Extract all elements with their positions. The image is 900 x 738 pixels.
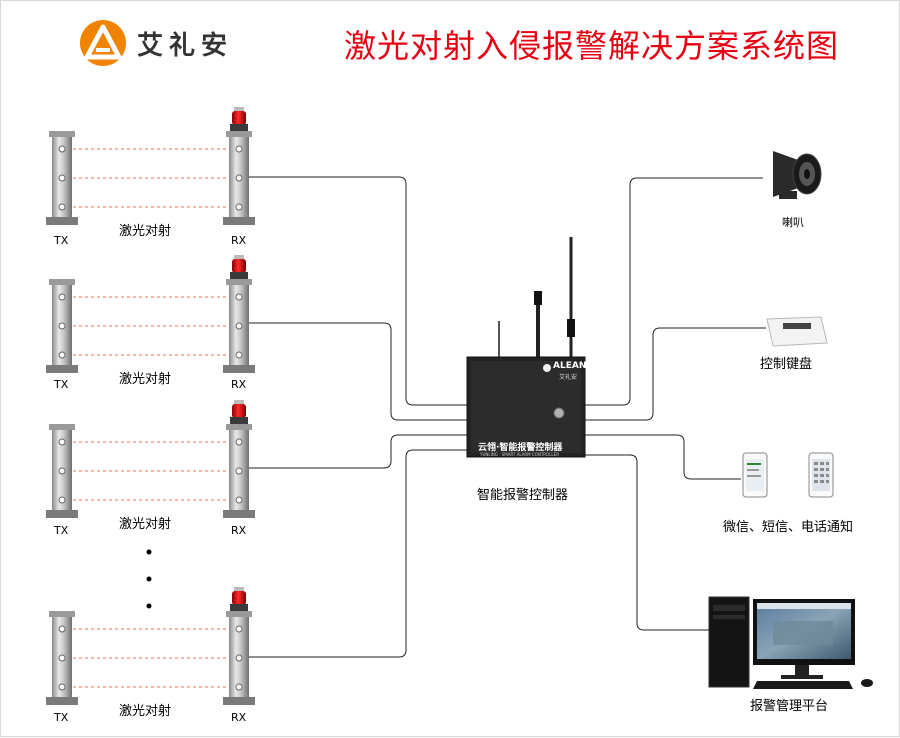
controller-brand: ALEAN	[553, 361, 587, 371]
horn-speaker-icon	[773, 151, 822, 199]
ellipsis-dot	[146, 549, 152, 555]
platform-label: 报警管理平台	[750, 699, 829, 714]
wire-output-keypad	[585, 327, 766, 421]
wire-output-phone	[585, 434, 741, 480]
sensor-label: 激光对射	[119, 224, 172, 239]
tx-label: TX	[54, 234, 69, 247]
smartphone-icon	[742, 452, 834, 498]
controller-label: 智能报警控制器	[477, 488, 569, 503]
rx-post-icon	[222, 278, 256, 374]
rx-label: RX	[231, 378, 247, 391]
wire-sensor-3	[249, 434, 467, 469]
controller-panel-sub: YUNLING · SMART ALARM CONTROLLER	[480, 452, 559, 457]
computer-icon	[708, 596, 873, 689]
wire-sensor-2	[249, 322, 467, 421]
keypad-icon	[766, 316, 828, 347]
notification-label: 微信、短信、电话通知	[723, 520, 854, 535]
wire-sensor-1	[249, 176, 467, 406]
rx-label: RX	[231, 524, 247, 537]
sensor-label: 激光对射	[119, 372, 172, 387]
brand-logo-icon	[80, 20, 126, 66]
rx-post-icon	[222, 423, 256, 519]
laser-sensor-group-4	[45, 587, 256, 706]
horn-label: 喇叭	[782, 216, 804, 229]
controller-panel-text: 云翎·智能报警控制器	[478, 443, 563, 453]
ellipsis-dot	[146, 603, 152, 609]
laser-sensor-group-3	[45, 400, 256, 519]
output-wires	[585, 177, 766, 631]
brand-name: 艾礼安	[137, 30, 234, 61]
wire-output-horn	[585, 177, 763, 406]
ellipsis-dot	[146, 576, 152, 582]
brand-logo: 艾礼安	[79, 19, 233, 67]
controller-logo-icon	[543, 364, 551, 372]
sensor-label: 激光对射	[119, 704, 172, 719]
tx-label: TX	[54, 524, 69, 537]
diagram-title: 激光对射入侵报警解决方案系统图	[344, 27, 840, 65]
wire-sensor-4	[249, 449, 467, 658]
sensor-wires	[249, 176, 467, 658]
lock-icon	[553, 407, 565, 419]
rx-post-icon	[222, 610, 256, 706]
rx-post-icon	[222, 130, 256, 226]
rx-label: RX	[231, 234, 247, 247]
alarm-controller-device	[466, 237, 586, 458]
laser-sensor-group-2	[45, 255, 256, 374]
rx-label: RX	[231, 711, 247, 724]
sensor-label: 激光对射	[119, 517, 172, 532]
tx-label: TX	[54, 711, 69, 724]
tx-label: TX	[54, 378, 69, 391]
wire-output-platform	[585, 454, 709, 631]
keypad-label: 控制键盘	[760, 357, 813, 372]
laser-sensor-group-1	[45, 107, 256, 226]
controller-brand-sub: 艾礼安	[559, 374, 578, 381]
